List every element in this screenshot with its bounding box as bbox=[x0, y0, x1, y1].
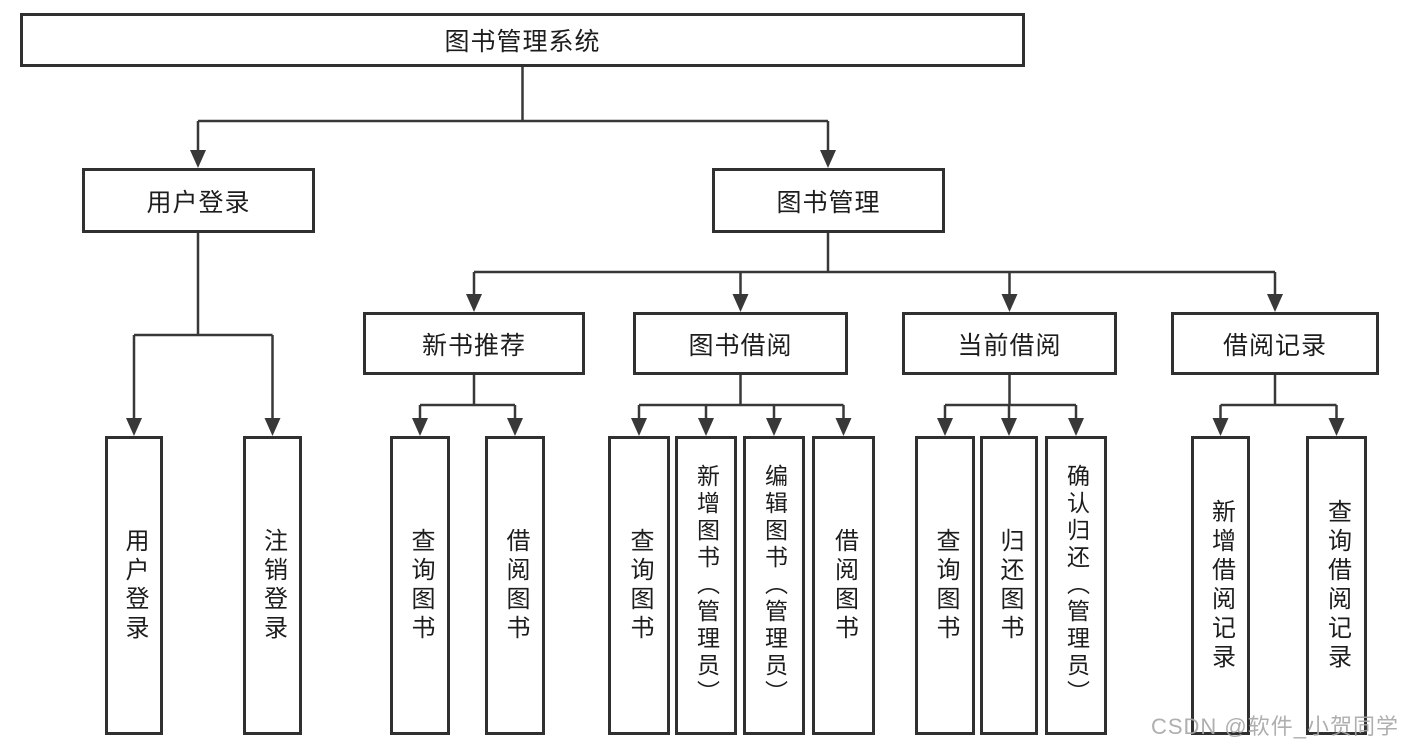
arrowhead-down-icon bbox=[835, 418, 852, 436]
leaf-query-borrow-record-label: 查询借阅记录 bbox=[1323, 498, 1351, 673]
arrowhead-down-icon bbox=[190, 150, 206, 168]
leaf-user-login-label: 用户登录 bbox=[121, 527, 148, 644]
watermark: CSDN @软件_小贺同学 bbox=[1150, 714, 1399, 739]
leaf-query-book-borrow: 查询图书 bbox=[608, 436, 670, 735]
node-new-book-recommend: 新书推荐 bbox=[363, 312, 585, 375]
node-borrow-record: 借阅记录 bbox=[1171, 312, 1379, 375]
leaf-query-book-borrow-label: 查询图书 bbox=[626, 527, 653, 644]
arrowhead-down-icon bbox=[766, 418, 782, 436]
leaf-confirm-return-admin: 确认归还（管理员） bbox=[1045, 436, 1107, 735]
arrowhead-down-icon bbox=[1001, 294, 1018, 312]
arrowhead-down-icon bbox=[937, 418, 953, 436]
arrowhead-down-icon bbox=[1001, 418, 1017, 436]
leaf-add-book-admin: 新增图书（管理员） bbox=[675, 436, 737, 735]
leaf-borrow-book-label: 借阅图书 bbox=[830, 527, 858, 644]
leaf-add-borrow-record-label: 新增借阅记录 bbox=[1207, 498, 1235, 673]
leaf-add-borrow-record: 新增借阅记录 bbox=[1191, 436, 1250, 735]
arrowhead-down-icon bbox=[466, 294, 482, 312]
leaf-return-book-label: 归还图书 bbox=[996, 527, 1023, 644]
leaf-add-book-admin-label: 新增图书（管理员） bbox=[693, 464, 720, 707]
node-book-borrow-label: 图书借阅 bbox=[688, 331, 793, 360]
leaf-query-book-recommend: 查询图书 bbox=[390, 436, 450, 735]
arrowhead-down-icon bbox=[698, 418, 714, 436]
leaf-user-login: 用户登录 bbox=[105, 436, 163, 735]
node-book-management: 图书管理 bbox=[712, 168, 945, 233]
arrowhead-down-icon bbox=[1212, 418, 1229, 436]
node-user-login-label: 用户登录 bbox=[146, 188, 251, 217]
node-current-borrow-label: 当前借阅 bbox=[957, 331, 1062, 360]
leaf-query-book-recommend-label: 查询图书 bbox=[407, 527, 434, 644]
node-library-system: 图书管理系统 bbox=[20, 13, 1025, 67]
connector-borrow-record bbox=[1219, 375, 1338, 420]
node-current-borrow: 当前借阅 bbox=[902, 312, 1117, 375]
connector-book-borrow bbox=[637, 375, 845, 420]
arrowhead-down-icon bbox=[507, 418, 523, 436]
connector-current-borrow bbox=[943, 375, 1078, 420]
connector-new-book bbox=[418, 375, 517, 420]
arrowhead-down-icon bbox=[1328, 418, 1345, 436]
leaf-logout-label: 注销登录 bbox=[259, 527, 287, 644]
leaf-borrow-book-recommend: 借阅图书 bbox=[485, 436, 545, 735]
leaf-query-book-current: 查询图书 bbox=[915, 436, 975, 735]
leaf-query-borrow-record: 查询借阅记录 bbox=[1306, 436, 1367, 735]
arrowhead-down-icon bbox=[412, 418, 428, 436]
arrowhead-down-icon bbox=[1267, 294, 1283, 312]
arrowhead-down-icon bbox=[631, 418, 647, 436]
node-user-login: 用户登录 bbox=[82, 168, 315, 233]
leaf-query-book-current-label: 查询图书 bbox=[932, 527, 959, 644]
leaf-edit-book-admin-label: 编辑图书（管理员） bbox=[761, 464, 788, 707]
leaf-borrow-book-recommend-label: 借阅图书 bbox=[502, 527, 529, 644]
arrowhead-down-icon bbox=[264, 418, 281, 436]
arrowhead-down-icon bbox=[1068, 418, 1084, 436]
leaf-return-book: 归还图书 bbox=[980, 436, 1038, 735]
leaf-logout: 注销登录 bbox=[243, 436, 302, 735]
connector-root bbox=[196, 67, 830, 152]
node-new-book-recommend-label: 新书推荐 bbox=[421, 331, 526, 360]
node-book-management-label: 图书管理 bbox=[776, 188, 881, 217]
connector-user-login bbox=[132, 233, 274, 420]
leaf-borrow-book: 借阅图书 bbox=[812, 436, 875, 735]
arrowhead-down-icon bbox=[732, 294, 749, 312]
node-borrow-record-label: 借阅记录 bbox=[1222, 331, 1327, 360]
node-book-borrow: 图书借阅 bbox=[633, 312, 848, 375]
connector-book-management bbox=[472, 233, 1277, 296]
node-library-system-label: 图书管理系统 bbox=[444, 28, 601, 56]
arrowhead-down-icon bbox=[126, 418, 142, 436]
arrowhead-down-icon bbox=[820, 150, 836, 168]
leaf-confirm-return-admin-label: 确认归还（管理员） bbox=[1063, 464, 1090, 707]
leaf-edit-book-admin: 编辑图书（管理员） bbox=[743, 436, 805, 735]
